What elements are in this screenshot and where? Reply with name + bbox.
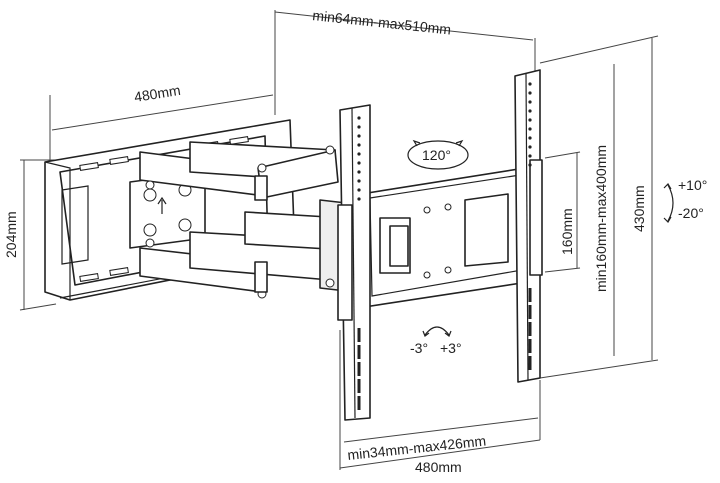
vesa-vertical-range-label: min160mm-max400mm bbox=[593, 145, 609, 292]
rail-hole bbox=[357, 134, 361, 138]
rail-slot bbox=[528, 339, 532, 353]
rail-slot bbox=[357, 328, 361, 342]
dimension-lines bbox=[19, 10, 659, 470]
tilt-down-label: -20° bbox=[678, 205, 704, 221]
vertical-rails bbox=[337, 69, 543, 421]
rail-slot bbox=[528, 322, 532, 336]
rail-slot bbox=[357, 345, 361, 359]
bracket-height-label: 430mm bbox=[631, 185, 647, 232]
rail-slot bbox=[357, 362, 361, 376]
arm-extension-label: min64mm-max510mm bbox=[312, 7, 452, 37]
rail-hole bbox=[528, 91, 532, 95]
wall-plate-width-label: 480mm bbox=[133, 82, 182, 105]
rail-hole bbox=[528, 154, 532, 158]
rail-hole bbox=[528, 136, 532, 140]
rail-hole bbox=[357, 152, 361, 156]
rail-slot bbox=[357, 396, 361, 410]
rotation-indicator bbox=[422, 326, 452, 337]
rotation-left-label: -3° bbox=[410, 340, 428, 356]
rail-hole bbox=[357, 116, 361, 120]
rail-slot bbox=[528, 356, 532, 370]
rail-hole bbox=[528, 100, 532, 104]
tilt-up-label: +10° bbox=[678, 177, 707, 193]
rail-hole bbox=[357, 179, 361, 183]
rail-hole bbox=[357, 188, 361, 192]
vesa-vertical-inner-label: 160mm bbox=[559, 208, 575, 255]
rail-hole bbox=[528, 145, 532, 149]
swivel-label: 120° bbox=[422, 147, 451, 163]
rail-hole bbox=[528, 163, 532, 167]
rail-slot bbox=[528, 305, 532, 319]
tilt-indicator bbox=[663, 183, 674, 223]
bracket-width-label: 480mm bbox=[415, 459, 462, 475]
rail-hole bbox=[528, 109, 532, 113]
tv-adapter-plate bbox=[354, 167, 529, 309]
rail-slot bbox=[528, 288, 532, 302]
rail-hole bbox=[357, 161, 361, 165]
rail-slot bbox=[357, 379, 361, 393]
wall-plate-height-label: 204mm bbox=[3, 211, 19, 258]
rail-hole bbox=[357, 143, 361, 147]
rail-hole bbox=[528, 118, 532, 122]
swivel-indicator bbox=[407, 139, 469, 170]
rail-hole bbox=[528, 127, 532, 131]
rail-hole bbox=[357, 125, 361, 129]
rail-hole bbox=[357, 197, 361, 201]
rail-hole bbox=[357, 170, 361, 174]
rail-holes bbox=[357, 82, 532, 410]
rail-hole bbox=[528, 82, 532, 86]
rotation-right-label: +3° bbox=[440, 340, 462, 356]
